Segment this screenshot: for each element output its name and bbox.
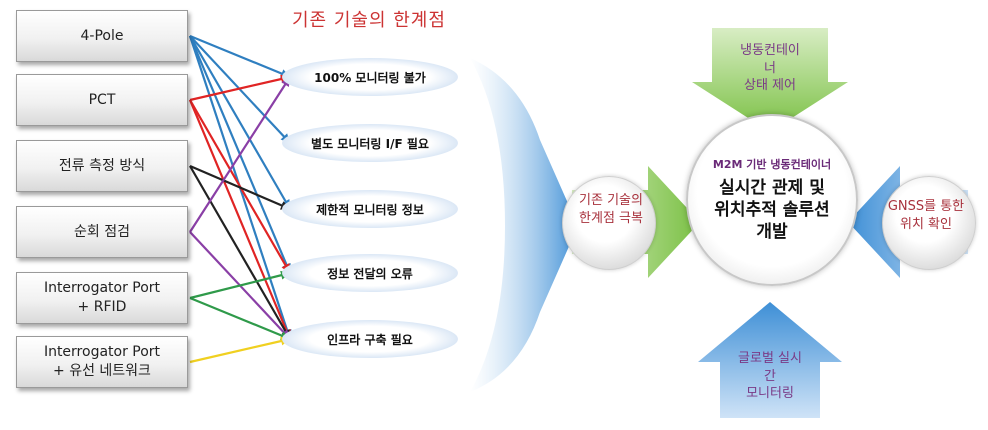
source-label: 전류 측정 방식 bbox=[58, 157, 146, 174]
source-box: PCT bbox=[16, 74, 188, 126]
limitation-pill: 100% 모니터링 불가 bbox=[282, 58, 458, 96]
solution-title: 실시간 관제 및 위치추적 솔루션 개발 bbox=[714, 178, 830, 242]
source-box: 4-Pole bbox=[16, 10, 188, 62]
limitation-pill: 제한적 모니터링 정보 bbox=[282, 190, 458, 228]
limitation-pill: 인프라 구축 필요 bbox=[282, 320, 458, 358]
connection-line bbox=[189, 296, 291, 341]
top-input-label: 냉동컨테이 너 상태 제어 bbox=[740, 43, 800, 94]
solution-circle: M2M 기반 냉동컨테이너 실시간 관제 및 위치추적 솔루션 개발 bbox=[686, 114, 858, 286]
limitations-title: 기존 기술의 한계점 bbox=[292, 10, 446, 31]
source-label: 4-Pole bbox=[80, 27, 124, 44]
source-label: Interrogator Port + RFID bbox=[43, 280, 161, 315]
bottom-input-label: 글로벌 실시 간 모니터링 bbox=[738, 351, 802, 402]
source-label: Interrogator Port + 유선 네트워크 bbox=[43, 344, 161, 379]
limitation-label: 제한적 모니터링 정보 bbox=[316, 202, 424, 217]
limitation-label: 정보 전달의 오류 bbox=[327, 266, 413, 281]
source-label: 순회 점검 bbox=[74, 223, 130, 240]
left-small-circle bbox=[562, 176, 656, 270]
right-small-circle bbox=[882, 176, 976, 270]
right-input-label: GNSS를 통한 위치 확인 bbox=[887, 199, 965, 232]
limitation-pill: 별도 모니터링 I/F 필요 bbox=[282, 124, 458, 162]
left-input-label: 기존 기술의 한계점 극복 bbox=[579, 193, 643, 226]
limitation-label: 별도 모니터링 I/F 필요 bbox=[311, 136, 429, 151]
source-box: Interrogator Port + RFID bbox=[16, 272, 188, 324]
limitation-label: 인프라 구축 필요 bbox=[327, 332, 413, 347]
source-box: 순회 점검 bbox=[16, 206, 188, 258]
connection-line bbox=[189, 337, 291, 364]
top-green-arrow bbox=[692, 28, 848, 132]
big-chevron-arrow bbox=[470, 58, 578, 392]
connection-line bbox=[189, 165, 291, 340]
bottom-blue-arrow bbox=[698, 302, 842, 418]
limitation-label: 100% 모니터링 불가 bbox=[314, 70, 426, 85]
connection-line bbox=[189, 75, 291, 102]
connection-line bbox=[189, 76, 291, 233]
source-box: Interrogator Port + 유선 네트워크 bbox=[16, 336, 188, 388]
connection-line bbox=[189, 271, 291, 300]
limitation-pill: 정보 전달의 오류 bbox=[282, 254, 458, 292]
source-label: PCT bbox=[88, 91, 116, 108]
solution-subtitle: M2M 기반 냉동컨테이너 bbox=[712, 158, 832, 172]
connection-line bbox=[189, 35, 291, 210]
connection-line bbox=[189, 164, 291, 211]
source-box: 전류 측정 방식 bbox=[16, 140, 188, 192]
source-limitation-links bbox=[188, 34, 292, 364]
connection-line bbox=[188, 99, 292, 340]
connection-line bbox=[189, 34, 291, 79]
